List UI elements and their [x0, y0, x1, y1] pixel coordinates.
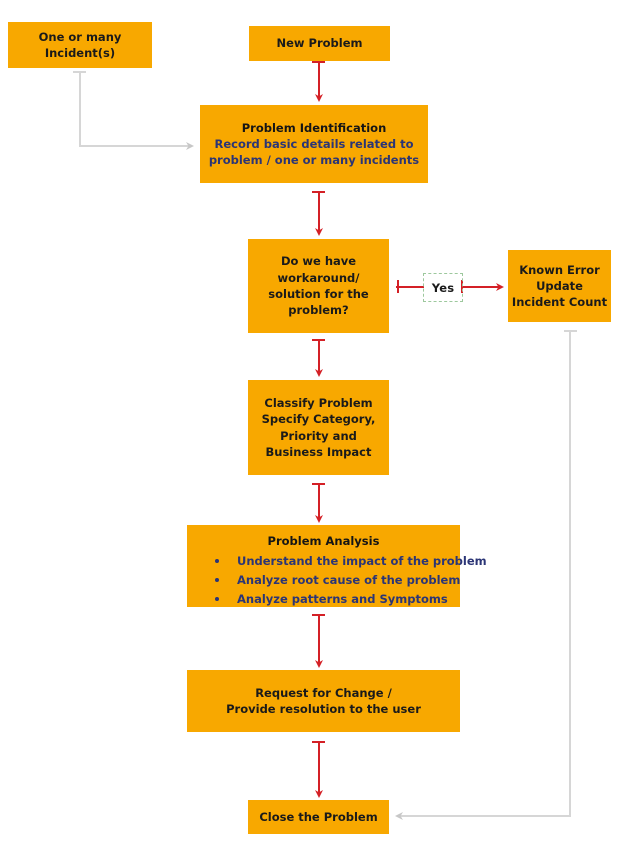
new-problem-box[interactable]: New Problem: [249, 26, 390, 61]
problem-identification-box[interactable]: Problem Identification Record basic deta…: [200, 105, 428, 183]
edge-yes-to-known-error: [461, 280, 504, 293]
workaround-decision-line-3: solution for the: [268, 287, 369, 301]
problem-identification-title: Problem Identification: [241, 120, 387, 135]
incident-source-line-2: Incident(s): [44, 46, 116, 60]
classify-problem-line-1: Classify Problem: [264, 395, 373, 410]
classify-problem-line-2: Specify Category,: [261, 412, 376, 427]
incident-source-line-1: One or many: [38, 29, 122, 44]
edge-identification-to-decision: [312, 191, 325, 236]
edge-label-yes-text: Yes: [431, 280, 455, 295]
problem-identification-line-1: Record basic details related to: [214, 136, 414, 151]
edge-analysis-to-rfc: [312, 614, 325, 668]
problem-analysis-title: Problem Analysis: [267, 534, 380, 548]
incident-source-box[interactable]: One or many Incident(s): [8, 22, 152, 68]
known-error-line-1: Known Error: [519, 262, 600, 277]
edge-decision-to-classify: [312, 339, 325, 377]
workaround-decision-line-1: Do we have: [280, 254, 357, 269]
edge-decision-to-yes: [396, 280, 424, 293]
known-error-box[interactable]: Known Error Update Incident Count: [508, 250, 611, 322]
workaround-decision-box[interactable]: Do we have workaround/ solution for the …: [248, 239, 389, 333]
problem-identification-line-2: problem / one or many incidents: [208, 153, 420, 168]
workaround-decision-line-4: problem?: [288, 303, 349, 318]
close-problem-label: Close the Problem: [259, 809, 378, 824]
edge-label-yes: Yes: [423, 273, 463, 302]
problem-analysis-box[interactable]: Problem Analysis Understand the impact o…: [187, 525, 487, 609]
classify-problem-line-4: Business Impact: [265, 444, 372, 459]
request-for-change-line-1: Request for Change /: [255, 685, 392, 700]
known-error-line-2: Update: [536, 278, 583, 293]
edge-rfc-to-close: [312, 741, 325, 798]
edge-classify-to-analysis: [312, 483, 325, 523]
classify-problem-line-3: Priority and: [280, 428, 357, 443]
request-for-change-line-2: Provide resolution to the user: [226, 702, 421, 716]
known-error-line-3: Incident Count: [511, 295, 608, 310]
workaround-decision-line-2: workaround/: [277, 270, 360, 285]
request-for-change-box[interactable]: Request for Change / Provide resolution …: [187, 670, 460, 732]
problem-analysis-bullet-list: Understand the impact of the problem Ana…: [193, 552, 487, 609]
new-problem-label: New Problem: [276, 36, 363, 51]
edge-incidents-to-identification: [73, 71, 194, 150]
close-problem-box[interactable]: Close the Problem: [248, 800, 389, 834]
edge-new-problem-to-identification: [312, 61, 325, 102]
problem-analysis-bullet-2: Analyze root cause of the problem: [215, 571, 460, 590]
problem-analysis-bullet-3: Analyze patterns and Symptoms: [215, 590, 454, 609]
problem-analysis-bullet-1: Understand the impact of the problem: [215, 552, 487, 571]
classify-problem-box[interactable]: Classify Problem Specify Category, Prior…: [248, 380, 389, 475]
